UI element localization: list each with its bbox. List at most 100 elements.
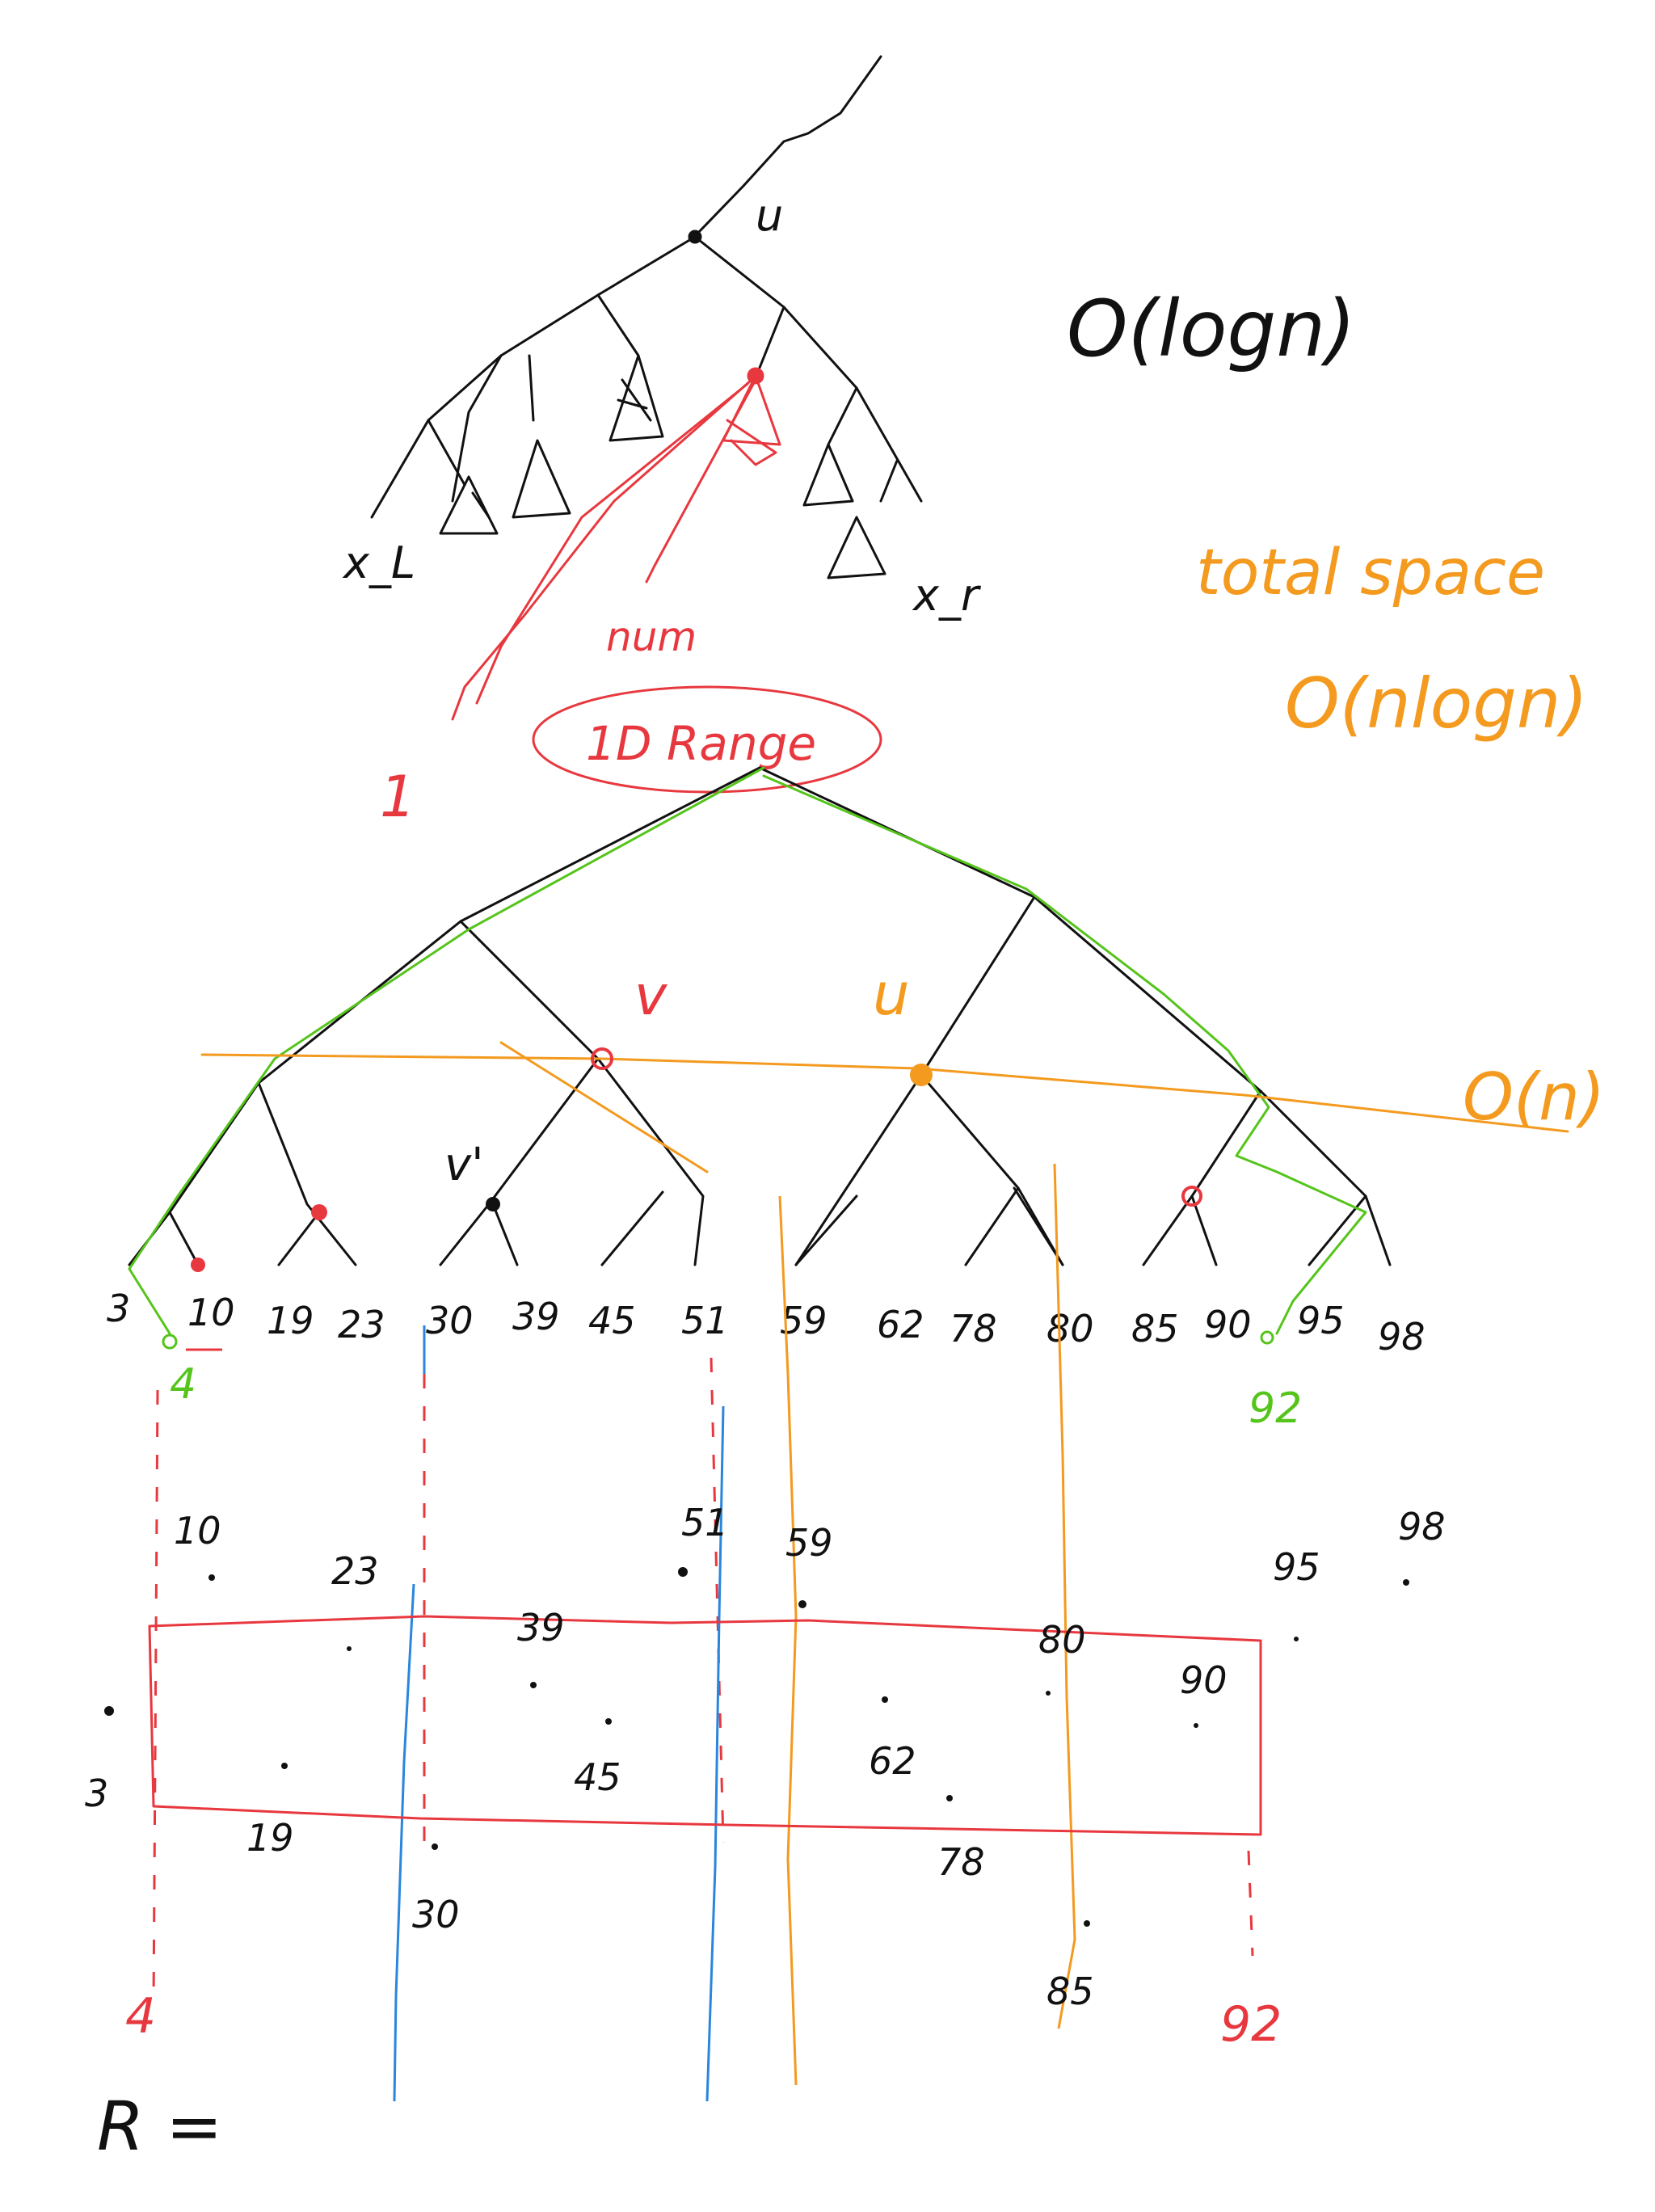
orange-level-line — [200, 1053, 1569, 1133]
leaf-labels: 3 10 19 23 30 39 45 51 59 62 78 80 85 90… — [107, 1287, 1425, 1359]
leaf-label: 59 — [780, 1299, 828, 1342]
point-label: 30 — [412, 1893, 460, 1936]
point-label: 78 — [937, 1840, 985, 1884]
left-search-path — [370, 235, 697, 519]
node-v-prime — [486, 1197, 500, 1211]
point-label: 45 — [574, 1755, 621, 1799]
point-dot — [1046, 1691, 1051, 1696]
top-tree — [370, 55, 923, 579]
point-dot — [605, 1718, 612, 1725]
node-red-right — [1181, 1186, 1202, 1207]
range-label: 1D Range — [586, 716, 816, 771]
point-label: 19 — [246, 1816, 294, 1860]
search-path-left — [128, 766, 765, 1335]
top-root-label: u — [756, 190, 783, 241]
point-dot — [798, 1600, 806, 1608]
point-dot — [1084, 1920, 1090, 1927]
leaf-label: 85 — [1131, 1307, 1179, 1350]
leaf-label: 30 — [426, 1299, 474, 1342]
top-left-label: x_L — [342, 537, 415, 588]
query-low-label: 4 — [170, 1360, 196, 1409]
node-v — [591, 1047, 613, 1070]
point-dot — [281, 1763, 288, 1769]
leaf-label: 39 — [512, 1295, 560, 1338]
leaf-label: 62 — [877, 1303, 924, 1346]
orange-vertical-lines — [778, 1163, 1076, 2086]
node-red-left — [311, 1204, 327, 1220]
total-space-label: total space — [1196, 537, 1545, 609]
point-dot — [208, 1574, 215, 1581]
node-v-label: v — [634, 964, 668, 1028]
one-label: 1 — [380, 764, 416, 830]
leaf-label: 90 — [1204, 1303, 1252, 1346]
point-label: 23 — [331, 1549, 379, 1593]
node-u — [910, 1064, 933, 1086]
leaf-label: 98 — [1378, 1315, 1425, 1359]
linear-label: O(n) — [1463, 1060, 1605, 1135]
leaf-label: 10 — [187, 1291, 235, 1334]
query-low-point — [162, 1334, 178, 1350]
point-dot — [530, 1682, 537, 1688]
point-label: 98 — [1398, 1505, 1446, 1548]
top-right-label: x_r — [912, 570, 981, 621]
highlighted-subtree — [451, 367, 781, 721]
pointer-to-num — [645, 378, 757, 584]
point-dot — [1194, 1723, 1198, 1728]
dashed-query-lines — [152, 1342, 1254, 2005]
leaf-label: 95 — [1297, 1299, 1345, 1342]
leaf-label: 45 — [588, 1299, 636, 1342]
point-dot — [678, 1567, 688, 1577]
point-label: 3 — [85, 1772, 108, 1815]
point-label: 85 — [1046, 1970, 1094, 2013]
point-dot — [882, 1696, 888, 1703]
node-u-label: u — [873, 960, 910, 1028]
point-labels: 10 23 51 59 95 98 39 80 90 3 45 62 19 78… — [85, 1501, 1446, 2013]
search-path-right — [762, 774, 1367, 1335]
node-red-leaf — [191, 1258, 205, 1272]
query-high-label: 92 — [1249, 1384, 1302, 1433]
point-dot — [104, 1706, 114, 1716]
subtree-triangle — [827, 516, 886, 579]
leaf-label: 80 — [1046, 1307, 1094, 1350]
blue-lines — [393, 1325, 725, 2102]
leaf-label: 23 — [338, 1303, 385, 1346]
incoming-edge — [695, 55, 882, 236]
point-dots — [104, 1567, 1409, 1927]
space-bound-label: O(nlogn) — [1285, 664, 1588, 744]
point-label: 95 — [1273, 1545, 1320, 1589]
point-label: 62 — [869, 1739, 916, 1783]
point-dot — [347, 1646, 352, 1651]
point-label: 59 — [785, 1521, 833, 1565]
num-label: num — [606, 613, 697, 660]
complexity-log-label: O(logn) — [1067, 284, 1356, 374]
pointer-to-range — [451, 378, 753, 721]
point-label: 80 — [1038, 1618, 1086, 1662]
range-ellipse — [532, 685, 882, 794]
bottom-low-label: 4 — [125, 1988, 156, 2045]
point-label: 10 — [174, 1509, 221, 1553]
leaf-label: 3 — [107, 1287, 130, 1330]
main-tree — [128, 766, 1392, 1266]
right-search-path — [693, 235, 923, 503]
r-equals-label: R = — [97, 2087, 222, 2166]
point-dot — [946, 1795, 953, 1801]
leaf-label: 19 — [267, 1299, 314, 1342]
bottom-high-label: 92 — [1220, 1996, 1282, 2053]
point-label: 51 — [681, 1501, 729, 1544]
subtree-triangle — [512, 439, 571, 519]
subtree-triangle — [609, 354, 664, 442]
point-label: 90 — [1180, 1658, 1228, 1702]
leaf-label: 51 — [681, 1299, 729, 1342]
point-dot — [1403, 1579, 1409, 1586]
orange-cross-line — [499, 1041, 709, 1173]
query-rectangle — [148, 1615, 1262, 1836]
node-v-prime-label: v' — [444, 1139, 484, 1191]
point-dot — [432, 1843, 438, 1850]
subtree-triangle — [439, 475, 499, 535]
point-dot — [1294, 1637, 1299, 1641]
query-high-point — [1260, 1330, 1274, 1345]
leaf-label: 78 — [950, 1307, 997, 1350]
subtree-triangle — [802, 443, 854, 507]
